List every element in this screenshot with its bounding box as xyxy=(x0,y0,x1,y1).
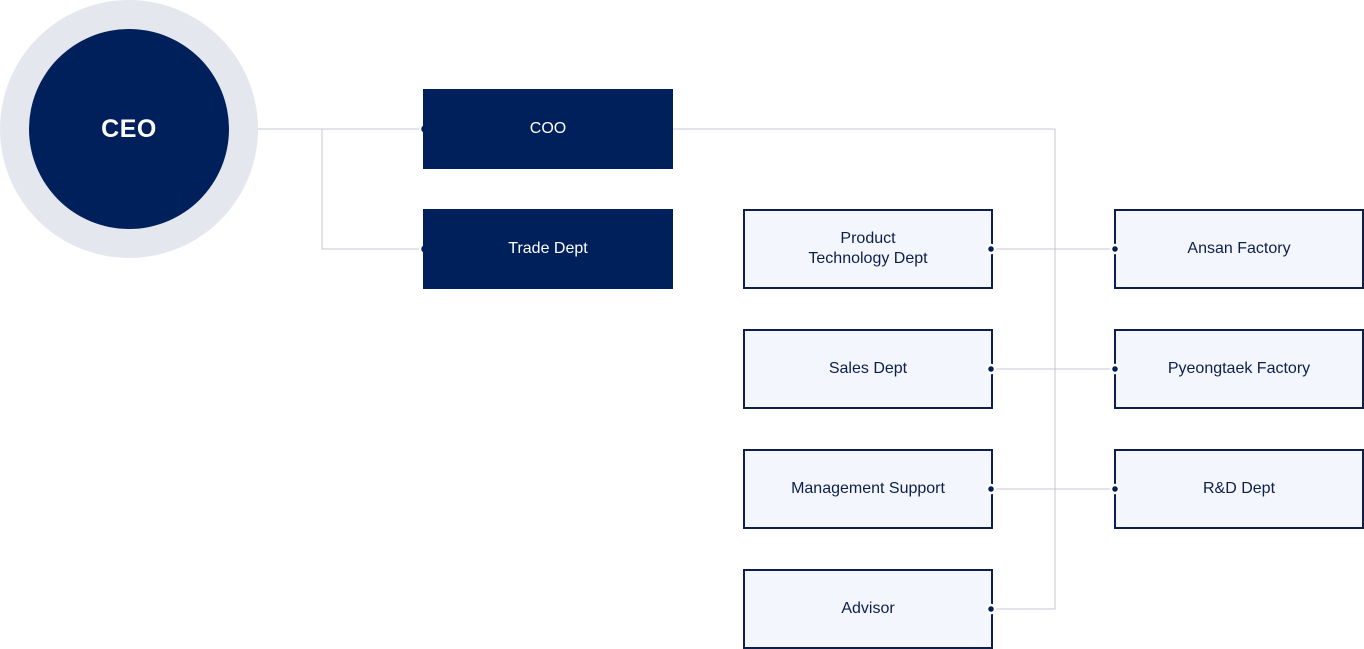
management-support-node: Management Support xyxy=(743,449,993,529)
connector-dot-advisor xyxy=(985,603,997,615)
pyeongtaek-factory-label: Pyeongtaek Factory xyxy=(1167,360,1311,377)
product-technology-dept-node: Product Technology Dept xyxy=(743,209,993,289)
connector-ceo-trade xyxy=(321,129,425,250)
advisor-label: Advisor xyxy=(841,600,895,617)
rd-dept-label: R&D Dept xyxy=(1202,480,1276,497)
connector-dot-rd xyxy=(1109,483,1121,495)
connector-dot-management-support xyxy=(985,483,997,495)
connector-dot-ansan xyxy=(1109,243,1121,255)
ceo-ring: CEO xyxy=(0,0,258,258)
ceo-label: CEO xyxy=(101,114,157,143)
connector-dot-pyeongtaek xyxy=(1109,363,1121,375)
trade-dept-label: Trade Dept xyxy=(508,240,588,257)
trade-dept-node: Trade Dept xyxy=(423,209,673,289)
ansan-factory-label: Ansan Factory xyxy=(1187,240,1291,257)
coo-label: COO xyxy=(529,120,567,137)
connector-dot-sales xyxy=(985,363,997,375)
ansan-factory-node: Ansan Factory xyxy=(1114,209,1364,289)
connector-dot-product-technology xyxy=(985,243,997,255)
coo-node: COO xyxy=(423,89,673,169)
product-technology-dept-label: Product Technology Dept xyxy=(808,230,928,267)
sales-dept-label: Sales Dept xyxy=(828,360,908,377)
rd-dept-node: R&D Dept xyxy=(1114,449,1364,529)
ceo-node: CEO xyxy=(29,29,229,229)
management-support-label: Management Support xyxy=(791,480,945,497)
